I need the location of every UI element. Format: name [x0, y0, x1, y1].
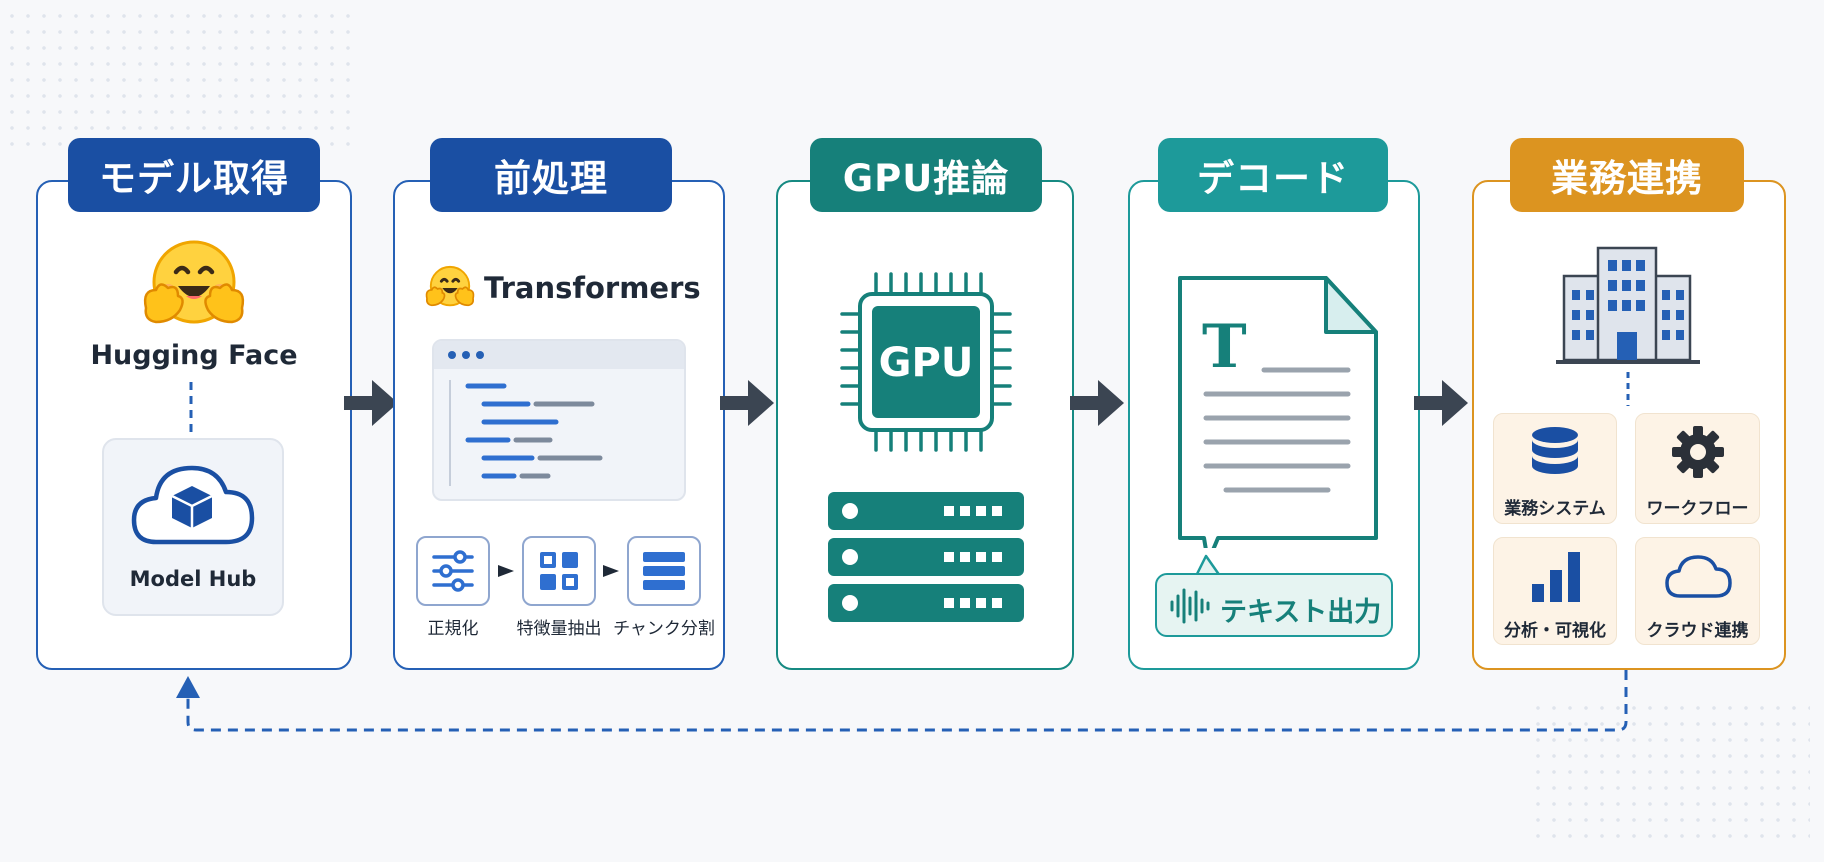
- flow-arrow-2: [720, 380, 774, 426]
- stage-title-model-fetch: モデル取得: [68, 138, 320, 212]
- hugging-face-small-icon: [425, 265, 475, 307]
- tile-label-cloud-integration: クラウド連携: [1646, 621, 1749, 641]
- stage-title-preprocess: 前処理: [430, 138, 672, 212]
- flow-arrow-3: [1070, 380, 1124, 426]
- model-hub-label: Model Hub: [129, 567, 257, 591]
- grid-icon: [540, 552, 578, 590]
- step-label-feature-extract: 特徴量抽出: [516, 619, 602, 639]
- tile-label-analytics: 分析・可視化: [1504, 621, 1606, 641]
- step-arrow-1: [498, 565, 514, 577]
- cloud-icon: [1665, 555, 1732, 598]
- gpu-chip-icon: [840, 272, 1012, 452]
- hugging-face-emoji-icon: [143, 240, 245, 324]
- office-building-icon: [1556, 246, 1700, 364]
- list-icon: [643, 552, 685, 590]
- dot-pattern-bottom-right: [1530, 700, 1810, 850]
- connector-dashed-vertical: [1626, 372, 1630, 406]
- dot-pattern-top-left: [4, 8, 354, 148]
- hugging-face-label: Hugging Face: [90, 340, 298, 371]
- step-label-chunk-split: チャンク分割: [613, 619, 715, 639]
- text-output-label: テキスト出力: [1220, 597, 1382, 628]
- text-output-callout-tail: [1194, 554, 1222, 576]
- sliders-icon: [432, 550, 474, 592]
- cloud-cube-icon: [131, 465, 255, 545]
- code-editor-window: [432, 339, 686, 501]
- stage-title-business-integration: 業務連携: [1510, 138, 1744, 212]
- step-arrow-2: [603, 565, 619, 577]
- stage-title-decode: デコード: [1158, 138, 1388, 212]
- server-rack-icon: [828, 492, 1024, 622]
- cloud-integration-tile: [1635, 537, 1760, 645]
- tile-label-workflow: ワークフロー: [1646, 499, 1749, 519]
- text-document-icon: [1178, 276, 1378, 548]
- flow-arrow-4: [1414, 380, 1468, 426]
- code-lines-graphic: [449, 380, 603, 486]
- document-letter-t: T: [1202, 312, 1247, 382]
- feature-extract-step-box: [522, 536, 596, 606]
- database-icon: [1532, 427, 1578, 474]
- flow-arrow-1: [344, 380, 398, 426]
- tile-label-business-system: 業務システム: [1504, 499, 1606, 519]
- connector-dashed-vertical: [189, 382, 193, 438]
- step-label-normalize: 正規化: [427, 619, 479, 639]
- bar-chart-icon: [1532, 552, 1580, 602]
- gpu-chip-label: GPU: [878, 340, 974, 386]
- sound-wave-icon: [1170, 588, 1210, 624]
- stage-title-gpu-inference: GPU推論: [810, 138, 1042, 212]
- normalize-step-box: [416, 536, 490, 606]
- transformers-label: Transformers: [484, 271, 701, 305]
- gear-icon: [1672, 426, 1724, 478]
